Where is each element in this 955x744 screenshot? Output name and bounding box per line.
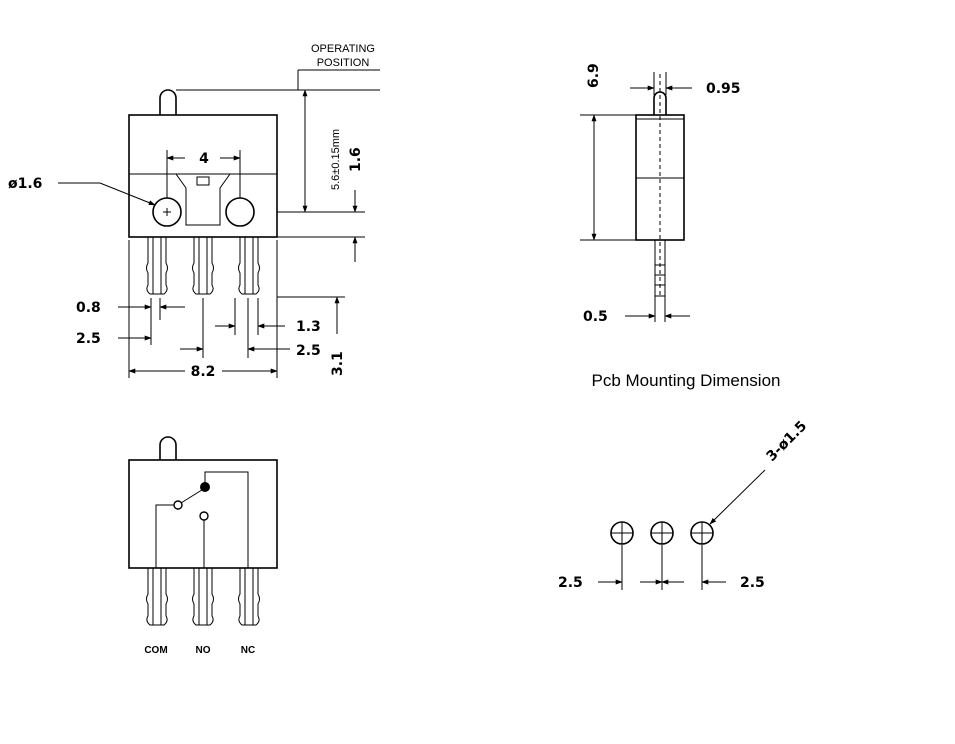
schematic-terminals <box>146 568 260 626</box>
side-terminal <box>654 239 666 297</box>
terminal-label-no: NO <box>196 645 211 656</box>
com-contact <box>173 500 183 510</box>
dim-terminal-length: 3.1 <box>330 351 346 376</box>
terminal-label-com: COM <box>144 645 167 656</box>
dim-terminal-width: 0.8 <box>76 300 101 316</box>
dim-terminal-pitch-left: 2.5 <box>76 331 101 347</box>
nc-lead <box>204 471 249 568</box>
dim-hole-diameter: ø1.6 <box>8 176 42 192</box>
dim-actuator-width: 0.95 <box>706 81 741 97</box>
dim-operating-height: 5.6±0.15mm <box>330 129 342 190</box>
operating-position-label-2: POSITION <box>317 57 370 69</box>
dim-terminal-gap: 1.3 <box>296 319 321 335</box>
schematic-view: COM NO NC <box>128 436 278 656</box>
dim-hole-offset: 1.6 <box>348 147 364 172</box>
actuator-plunger <box>159 89 177 115</box>
side-view: 6.9 0.95 0.5 <box>580 63 741 325</box>
body-slot <box>196 176 210 186</box>
dim-hole-spacing: 4 <box>199 151 209 167</box>
mounting-hole-right <box>225 197 255 227</box>
pcb-title: Pcb Mounting Dimension <box>592 371 781 390</box>
dim-body-width: 8.2 <box>191 364 216 380</box>
body-notch <box>175 173 231 226</box>
com-lead <box>155 504 175 568</box>
front-view: OPERATING POSITION ø1.6 4 5.6±0.15mm 1.6… <box>8 43 380 380</box>
switch-lever <box>180 487 206 504</box>
dim-terminal-pitch-right: 2.5 <box>296 343 321 359</box>
dim-pcb-pitch-left: 2.5 <box>558 575 583 591</box>
dim-holes: 3-ø1.5 <box>764 418 811 465</box>
no-contact <box>199 511 209 521</box>
schematic-body <box>128 459 278 569</box>
schematic-actuator <box>159 436 177 460</box>
front-terminals <box>146 237 260 295</box>
operating-position-label-1: OPERATING <box>311 43 375 55</box>
dim-terminal-thickness: 0.5 <box>583 309 608 325</box>
terminal-label-nc: NC <box>241 645 255 656</box>
switch-body <box>128 114 278 238</box>
dim-pcb-pitch-right: 2.5 <box>740 575 765 591</box>
pcb-holes <box>610 521 714 545</box>
pcb-mounting: Pcb Mounting Dimension 3-ø1.5 2.5 2.5 <box>558 371 810 591</box>
dim-side-height: 6.9 <box>586 63 602 88</box>
